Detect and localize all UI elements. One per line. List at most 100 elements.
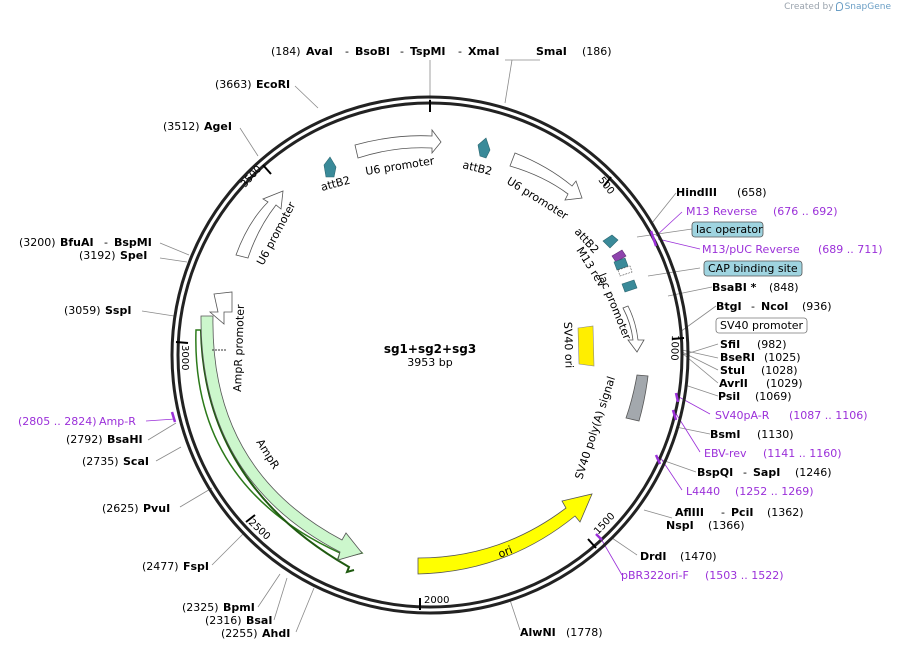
- site-position: (2735): [82, 455, 119, 468]
- primer-amp-r[interactable]: (2805 .. 2824) Amp-R: [18, 415, 136, 428]
- site-name[interactable]: BfuAI: [60, 236, 94, 249]
- site-nspi[interactable]: NspI (1366): [666, 519, 745, 532]
- site-hindiii[interactable]: HindIII (658): [676, 186, 767, 199]
- site-top-group[interactable]: (184) AvaI - BsoBI - TspMI - XmaI SmaI (…: [271, 45, 612, 58]
- site-name[interactable]: BseRI: [720, 351, 755, 364]
- site-name[interactable]: PciI: [731, 506, 753, 519]
- tick-marks: [175, 100, 685, 610]
- site-name[interactable]: HindIII: [676, 186, 717, 199]
- tick-label: 1500: [592, 511, 617, 537]
- site-drdi[interactable]: DrdI (1470): [640, 550, 717, 563]
- site-bspqi[interactable]: BspQI - SapI (1246): [697, 466, 832, 479]
- feature-sv40-ori: SV40 ori: [561, 322, 595, 368]
- site-ahdi[interactable]: (2255) AhdI: [221, 627, 290, 640]
- primer-m13-puc-reverse[interactable]: M13/pUC Reverse (689 .. 711): [702, 243, 883, 256]
- primer-name[interactable]: M13/pUC Reverse: [702, 243, 800, 256]
- site-tspmi[interactable]: TspMI: [410, 45, 446, 58]
- site-name[interactable]: ScaI: [123, 455, 149, 468]
- feature-label: attB2: [319, 174, 351, 194]
- site-btgi[interactable]: BtgI - NcoI (936): [716, 300, 832, 313]
- site-xmai[interactable]: XmaI: [468, 45, 499, 58]
- site-smai[interactable]: SmaI: [536, 45, 567, 58]
- site-position: (848): [769, 281, 799, 294]
- primer-name[interactable]: SV40pA-R: [715, 409, 770, 422]
- primer-name[interactable]: M13 Reverse: [686, 205, 757, 218]
- site-name[interactable]: DrdI: [640, 550, 667, 563]
- primer-name[interactable]: Amp-R: [99, 415, 136, 428]
- boxed-sv40-promoter[interactable]: SV40 promoter: [715, 317, 808, 334]
- primer-name[interactable]: pBR322ori-F: [621, 569, 689, 582]
- boxed-cap-binding-site[interactable]: CAP binding site: [703, 260, 803, 277]
- site-fspi[interactable]: (2477) FspI: [142, 560, 209, 573]
- site-name[interactable]: SpeI: [120, 249, 147, 262]
- site-position: (3663): [215, 78, 252, 91]
- primer-ebv-rev[interactable]: EBV-rev (1141 .. 1160): [704, 447, 842, 460]
- site-name[interactable]: BsaBI *: [712, 281, 757, 294]
- site-bfuai[interactable]: (3200) BfuAI - BspMI: [19, 236, 152, 249]
- primer-range: (2805 .. 2824): [18, 415, 97, 428]
- site-name[interactable]: AflIII: [675, 506, 704, 519]
- site-name[interactable]: PsiI: [718, 390, 740, 403]
- site-afliii[interactable]: AflIII - PciI (1362): [675, 506, 804, 519]
- site-position: (658): [737, 186, 767, 199]
- primer-name[interactable]: EBV-rev: [704, 447, 747, 460]
- site-separator: -: [458, 45, 462, 58]
- primer-l4440[interactable]: L4440 (1252 .. 1269): [686, 485, 814, 498]
- site-sfii[interactable]: SfiI (982): [720, 338, 787, 351]
- site-spei[interactable]: (3192) SpeI: [79, 249, 147, 262]
- site-name[interactable]: StuI: [720, 364, 745, 377]
- primer-name[interactable]: L4440: [686, 485, 720, 498]
- site-bsabi[interactable]: BsaBI * (848): [712, 281, 799, 294]
- site-name[interactable]: AhdI: [262, 627, 290, 640]
- primer-pbr322ori-f[interactable]: pBR322ori-F (1503 .. 1522): [621, 569, 784, 582]
- site-alwni[interactable]: AlwNI (1778): [520, 626, 603, 639]
- site-name[interactable]: NcoI: [761, 300, 788, 313]
- site-name[interactable]: BsaI: [246, 614, 272, 627]
- feature-u6-promoter-top: U6 promoter: [354, 128, 442, 178]
- site-position: (982): [757, 338, 787, 351]
- site-avai[interactable]: AvaI: [306, 45, 333, 58]
- site-agei[interactable]: (3512) AgeI: [163, 120, 232, 133]
- site-bsmi[interactable]: BsmI (1130): [710, 428, 794, 441]
- site-bsobi[interactable]: BsoBI: [355, 45, 390, 58]
- site-name[interactable]: BspQI: [697, 466, 733, 479]
- plasmid-name: sg1+sg2+sg3: [384, 342, 476, 356]
- site-name[interactable]: EcoRI: [256, 78, 290, 91]
- site-name[interactable]: BspMI: [114, 236, 152, 249]
- primer-range: (1252 .. 1269): [735, 485, 814, 498]
- site-name[interactable]: AgeI: [204, 120, 232, 133]
- site-name[interactable]: SspI: [105, 304, 131, 317]
- site-name[interactable]: AvrII: [719, 377, 748, 390]
- site-name[interactable]: AlwNI: [520, 626, 556, 639]
- site-avrii[interactable]: AvrII (1029): [719, 377, 803, 390]
- primer-m13-reverse[interactable]: M13 Reverse (676 .. 692): [686, 205, 838, 218]
- site-name[interactable]: FspI: [183, 560, 209, 573]
- feature-label: SV40 poly(A) signal: [572, 375, 618, 481]
- site-position: (2477): [142, 560, 179, 573]
- site-stui[interactable]: StuI (1028): [720, 364, 798, 377]
- site-name[interactable]: BsmI: [710, 428, 741, 441]
- site-ecori[interactable]: (3663) EcoRI: [215, 78, 290, 91]
- site-name[interactable]: SfiI: [720, 338, 740, 351]
- feature-label: AmpR: [253, 437, 282, 472]
- primer-sv40pa-r[interactable]: SV40pA-R (1087 .. 1106): [715, 409, 868, 422]
- site-name[interactable]: SapI: [753, 466, 780, 479]
- boxed-label[interactable]: CAP binding site: [708, 262, 798, 275]
- site-scai[interactable]: (2735) ScaI: [82, 455, 149, 468]
- site-bsahi[interactable]: (2792) BsaHI: [66, 433, 143, 446]
- site-name[interactable]: BpmI: [223, 601, 255, 614]
- site-bseri[interactable]: BseRI (1025): [720, 351, 801, 364]
- boxed-lac-operator[interactable]: lac operator: [691, 221, 764, 238]
- boxed-label[interactable]: SV40 promoter: [720, 319, 804, 332]
- boxed-label[interactable]: lac operator: [696, 223, 763, 236]
- site-pvui[interactable]: (2625) PvuI: [102, 502, 170, 515]
- site-name[interactable]: NspI: [666, 519, 694, 532]
- site-bpmi[interactable]: (2325) BpmI: [182, 601, 255, 614]
- site-name[interactable]: BtgI: [716, 300, 742, 313]
- site-bsai[interactable]: (2316) BsaI: [205, 614, 272, 627]
- site-psii[interactable]: PsiI (1069): [718, 390, 792, 403]
- site-name[interactable]: PvuI: [143, 502, 170, 515]
- site-name[interactable]: BsaHI: [107, 433, 143, 446]
- site-sspi[interactable]: (3059) SspI: [64, 304, 131, 317]
- site-position: (2792): [66, 433, 103, 446]
